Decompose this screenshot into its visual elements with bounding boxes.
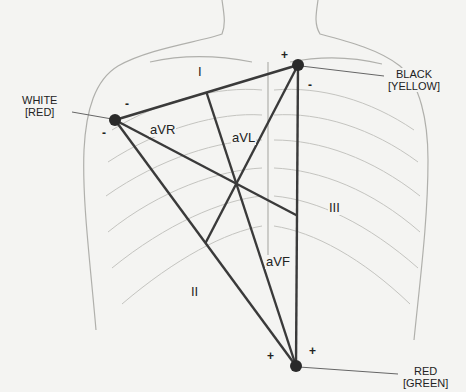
lead-label: I bbox=[197, 65, 203, 79]
electrode-dot bbox=[290, 360, 302, 372]
leader-line bbox=[72, 112, 112, 119]
lead-label: aVL bbox=[231, 131, 256, 145]
lead-label: aVR bbox=[149, 123, 176, 137]
polarity-sign: - bbox=[124, 98, 130, 111]
avl-line bbox=[206, 65, 299, 243]
lead-label: II bbox=[190, 285, 199, 299]
electrode-label: WHITE [RED] bbox=[21, 94, 58, 118]
polarity-sign: + bbox=[280, 49, 289, 62]
electrode-dot bbox=[109, 114, 121, 126]
torso-outline bbox=[84, 0, 428, 340]
lead-lines bbox=[115, 65, 298, 366]
leader-line bbox=[301, 66, 384, 76]
lead-label: aVF bbox=[265, 255, 291, 269]
polarity-sign: + bbox=[266, 350, 275, 363]
lead-label: III bbox=[328, 201, 341, 215]
electrode-label: BLACK [YELLOW] bbox=[387, 68, 441, 92]
leader-lines bbox=[72, 66, 398, 374]
electrode-label: RED [GREEN] bbox=[402, 365, 449, 389]
avf-line bbox=[207, 93, 297, 367]
leader-line bbox=[299, 367, 398, 374]
polarity-sign: - bbox=[307, 79, 313, 92]
polarity-sign: + bbox=[308, 345, 317, 358]
polarity-sign: - bbox=[101, 127, 107, 140]
electrodes bbox=[109, 59, 304, 372]
rib-lines bbox=[106, 89, 420, 304]
avr-line bbox=[115, 120, 297, 216]
electrode-dot bbox=[292, 59, 304, 71]
